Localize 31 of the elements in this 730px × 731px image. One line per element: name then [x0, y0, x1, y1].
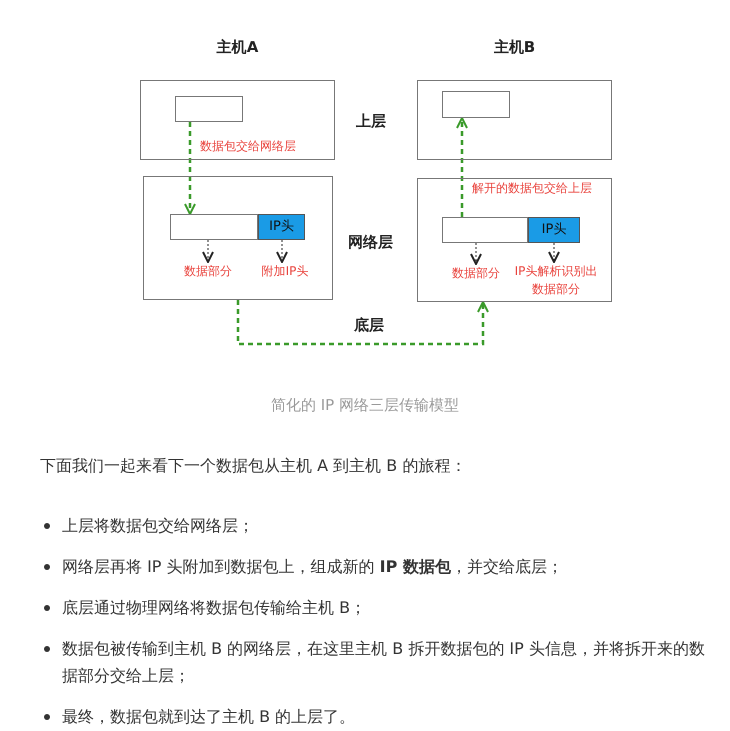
ip-header-segment: IP头	[528, 217, 580, 243]
dashed-arrow	[548, 242, 560, 263]
bullet-text: 网络层再将 IP 头附加到数据包上，组成新的 IP 数据包，并交给底层；	[62, 556, 563, 578]
edge-label: 数据包交给网络层	[198, 138, 298, 155]
figure-caption: 简化的 IP 网络三层传输模型	[270, 396, 460, 415]
dashed-arrow	[202, 240, 214, 263]
payload-segment	[442, 217, 528, 243]
payload-segment	[175, 96, 243, 122]
annotation-text: 数据部分	[444, 264, 508, 284]
layer-label: 网络层	[348, 232, 393, 253]
host-label: 主机A	[216, 38, 260, 57]
layer-label: 上层	[356, 111, 386, 132]
bullet-text: 上层将数据包交给网络层；	[62, 515, 254, 537]
bullet-text: 数据包被传输到主机 B 的网络层，在这里主机 B 拆开数据包的 IP 头信息，并将拆开来的数据部分交给上层；	[62, 638, 706, 687]
paragraph: 下面我们一起来看下一个数据包从主机 A 到主机 B 的旅程：	[40, 455, 466, 477]
annotation-text: IP头解析识别出数据部分	[512, 262, 600, 300]
layer-label: 底层	[354, 315, 384, 336]
dashed-arrow	[236, 300, 489, 346]
dashed-arrow	[456, 117, 468, 217]
bullet-text: 底层通过物理网络将数据包传输给主机 B；	[62, 597, 366, 619]
dashed-arrow	[184, 122, 196, 215]
dashed-arrow	[276, 240, 288, 263]
annotation-text: 数据部分	[176, 262, 240, 282]
payload-segment	[442, 91, 510, 118]
bullet-text: 最终，数据包就到达了主机 B 的上层了。	[62, 706, 356, 728]
annotation-text: 附加IP头	[252, 262, 318, 282]
dashed-arrow	[470, 242, 482, 265]
host-label: 主机B	[492, 38, 536, 57]
ip-header-segment: IP头	[258, 214, 305, 240]
edge-label: 解开的数据包交给上层	[470, 180, 594, 197]
payload-segment	[170, 214, 258, 240]
